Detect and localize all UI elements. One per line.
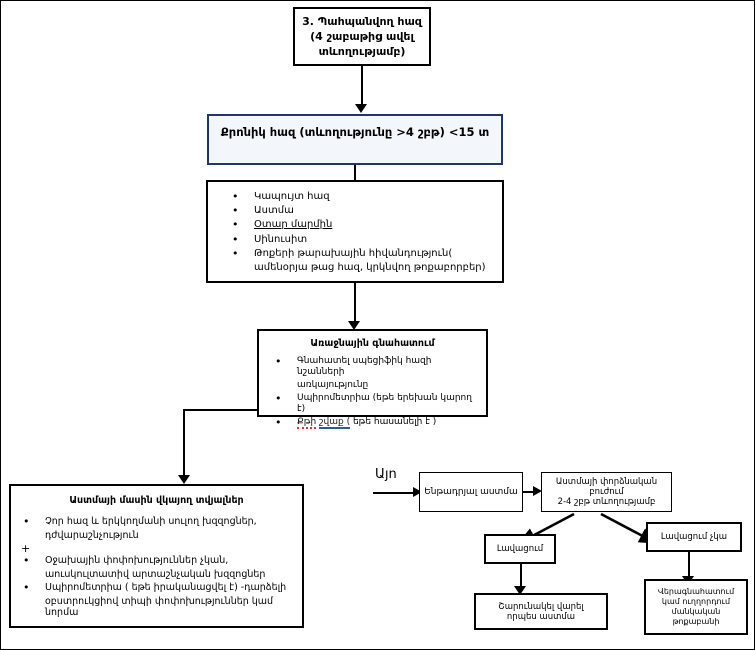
connector-yes-to-suspected bbox=[373, 492, 415, 494]
connector-title-to-chronic bbox=[361, 66, 363, 105]
list-item: Գնահատել սպեցիֆիկ հազի նշանների bbox=[275, 355, 480, 378]
node-asthma-evidence: Աստմայի մասին վկայող տվյալներ Չոր հազ և … bbox=[9, 484, 304, 628]
arrowhead-yes-to-suspected bbox=[413, 487, 422, 497]
asthma-evidence-list: Չոր հազ և երկկողմանի սուլող խզզոցներ, դժ… bbox=[11, 506, 302, 619]
label-yes: Այո bbox=[375, 467, 397, 482]
list-item: Սպիրոմետրիա (եթե երեխան կարող է) bbox=[275, 392, 480, 415]
node-persistent-cough: 3. Պահպանվող հազ (4 շաբաթից ավել տևողութ… bbox=[293, 7, 431, 66]
asthma-evidence-title: Աստմայի մասին վկայող տվյալներ bbox=[69, 495, 244, 506]
node-initial-assessment: Առաջնային գնահատում Գնահատել սպեցիֆիկ հա… bbox=[257, 329, 488, 429]
node-no-improvement-text: Լավացում չկա bbox=[660, 532, 728, 542]
node-trial-treatment-line1: Աստմայի փորձնական բուժում bbox=[555, 477, 658, 497]
list-item-continued: դժվարաշնչություն bbox=[45, 529, 139, 541]
list-item: Սպիրոմետրիա ( եթե իրականացվել է) -դարձել… bbox=[23, 581, 296, 594]
connector-improvement-to-continue bbox=[520, 564, 522, 588]
list-item-continued: ամենօրյա թաց հազ, կրկնվող թոքաբորբեր) bbox=[254, 261, 486, 273]
node-suspected-asthma: Ենթադրյալ աստմա bbox=[419, 472, 523, 512]
node-improvement-text: Լավացում bbox=[496, 544, 544, 554]
node-persistent-cough-line3: տևողությամբ) bbox=[318, 44, 406, 58]
node-persistent-cough-line2: (4 շաբաթից ավել bbox=[310, 29, 414, 43]
node-reassess-refer-line1: Վերագնահատում bbox=[657, 587, 735, 596]
spellcheck-red-word: Քթի bbox=[297, 416, 317, 429]
node-persistent-cough-line1: 3. Պահպանվող հազ bbox=[302, 15, 422, 28]
initial-assessment-title: Առաջնային գնահատում bbox=[310, 338, 435, 349]
node-suspected-asthma-text: Ենթադրյալ աստմա bbox=[424, 487, 518, 497]
connector-assessment-elbow-horizontal bbox=[183, 409, 259, 411]
node-no-improvement: Լավացում չկա bbox=[646, 522, 742, 552]
node-reassess-refer-line4: թոքաբանի bbox=[672, 617, 720, 626]
node-continue-as-asthma-line1: Շարունակել վարել bbox=[498, 601, 584, 612]
node-reassess-refer-line2: կամ ուղղորդում bbox=[661, 597, 731, 606]
arrowhead-title-to-chronic bbox=[355, 104, 367, 113]
node-chronic-cough: Քրոնիկ հազ (տևողությունը >4 շբթ) <15 տ bbox=[207, 114, 503, 165]
list-item-continued: աուսկուլտատիվ արտաշնչական խզզոցներ bbox=[45, 568, 266, 580]
connector-suspected-to-trial bbox=[523, 491, 537, 493]
node-chronic-cough-text: Քրոնիկ հազ (տևողությունը >4 շբթ) <15 տ bbox=[220, 125, 490, 139]
node-trial-treatment: Աստմայի փորձնական բուժում 2-4 շբթ տևողու… bbox=[541, 472, 672, 512]
list-item: Սինուսիտ bbox=[232, 233, 496, 247]
list-item: Օջախային փոփոխություններ չկան, bbox=[23, 554, 296, 567]
node-reassess-refer-line3: մանկական bbox=[671, 607, 721, 616]
arrowhead-to-asthma-evidence bbox=[178, 475, 190, 484]
differential-list: Կապույտ հազ Աստմա Օտար մարմին Սինուսիտ Թ… bbox=[208, 182, 502, 274]
arrowhead-improvement-to-continue bbox=[514, 586, 526, 595]
list-item-continued: օբստրուկցիով տիպի փոփոխություններ կամ նո… bbox=[45, 595, 274, 619]
node-trial-treatment-line2: 2-4 շբթ տևողությամբ bbox=[557, 497, 656, 507]
connector-no-improvement-to-reassess bbox=[688, 552, 690, 578]
node-differential-list: Կապույտ հազ Աստմա Օտար մարմին Սինուսիտ Թ… bbox=[206, 180, 504, 283]
connector-assessment-elbow-vertical bbox=[183, 409, 185, 481]
list-item: Թոքերի թարախային հիվանդություն( bbox=[232, 247, 496, 261]
node-continue-as-asthma-line2: որպես աստմա bbox=[506, 611, 576, 622]
connector-differential-to-assessment bbox=[354, 283, 356, 322]
initial-assessment-list: Գնահատել սպեցիֆիկ հազի նշանների առկայութ… bbox=[259, 349, 486, 429]
list-item: Կապույտ հազ bbox=[232, 190, 496, 204]
spellcheck-blue-word: շվաք ( bbox=[319, 416, 351, 429]
list-item-spellchecked: Քթի շվաք ( եթե հասանելի է ) bbox=[275, 416, 480, 429]
arrowhead-differential-to-assessment bbox=[348, 321, 360, 330]
node-continue-as-asthma: Շարունակել վարել որպես աստմա bbox=[474, 593, 608, 630]
list-item: Չոր հազ և երկկողմանի սուլող խզզոցներ, bbox=[23, 515, 296, 528]
list-item-plus bbox=[21, 542, 296, 555]
list-item: Օտար մարմին bbox=[232, 218, 496, 232]
node-improvement: Լավացում bbox=[484, 534, 556, 564]
node-reassess-refer: Վերագնահատում կամ ուղղորդում մանկական թո… bbox=[644, 579, 748, 635]
arrowhead-suspected-to-trial bbox=[533, 486, 542, 496]
list-item: Աստմա bbox=[232, 204, 496, 218]
list-item-continued: առկայությունը bbox=[297, 379, 369, 390]
connector-chronic-to-differential bbox=[354, 165, 356, 180]
